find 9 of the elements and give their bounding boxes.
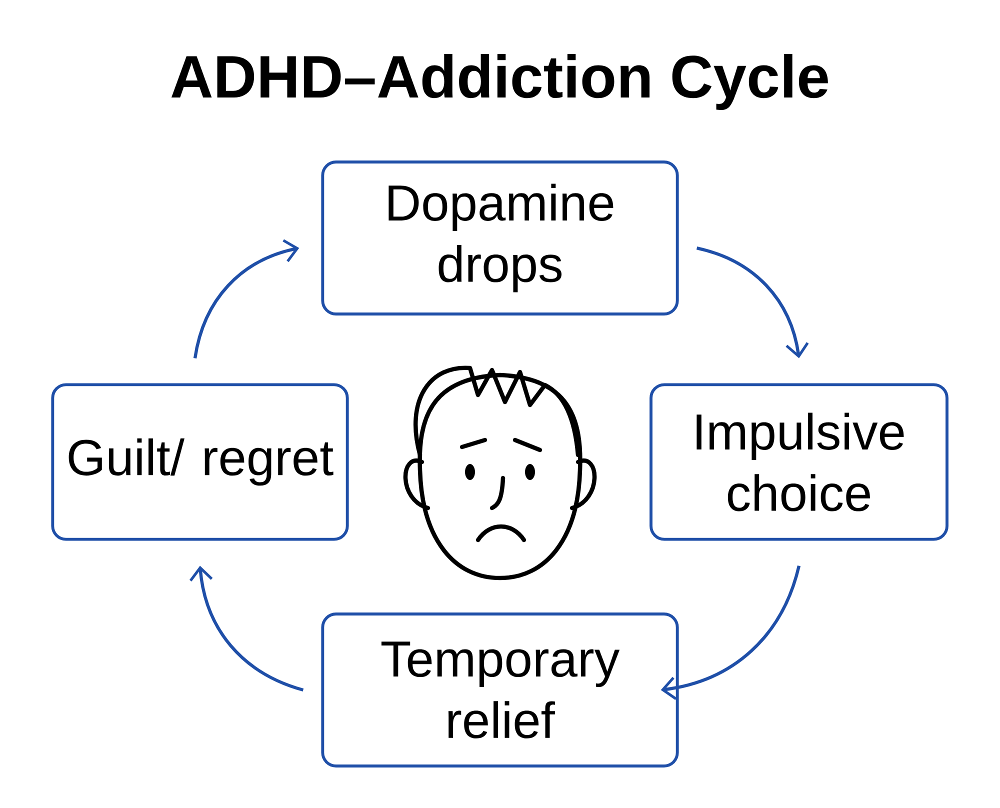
- arrow: [660, 565, 801, 700]
- arrow: [193, 239, 300, 359]
- arrow: [696, 246, 809, 358]
- step-box: Impulsive choice: [650, 383, 948, 541]
- step-box: Temporary relief: [321, 612, 679, 768]
- step-box: Guilt/ regret: [51, 383, 349, 541]
- step-box: Dopamine drops: [321, 160, 679, 316]
- title: ADHD–Addiction Cycle: [171, 54, 828, 110]
- arrow: [189, 566, 304, 692]
